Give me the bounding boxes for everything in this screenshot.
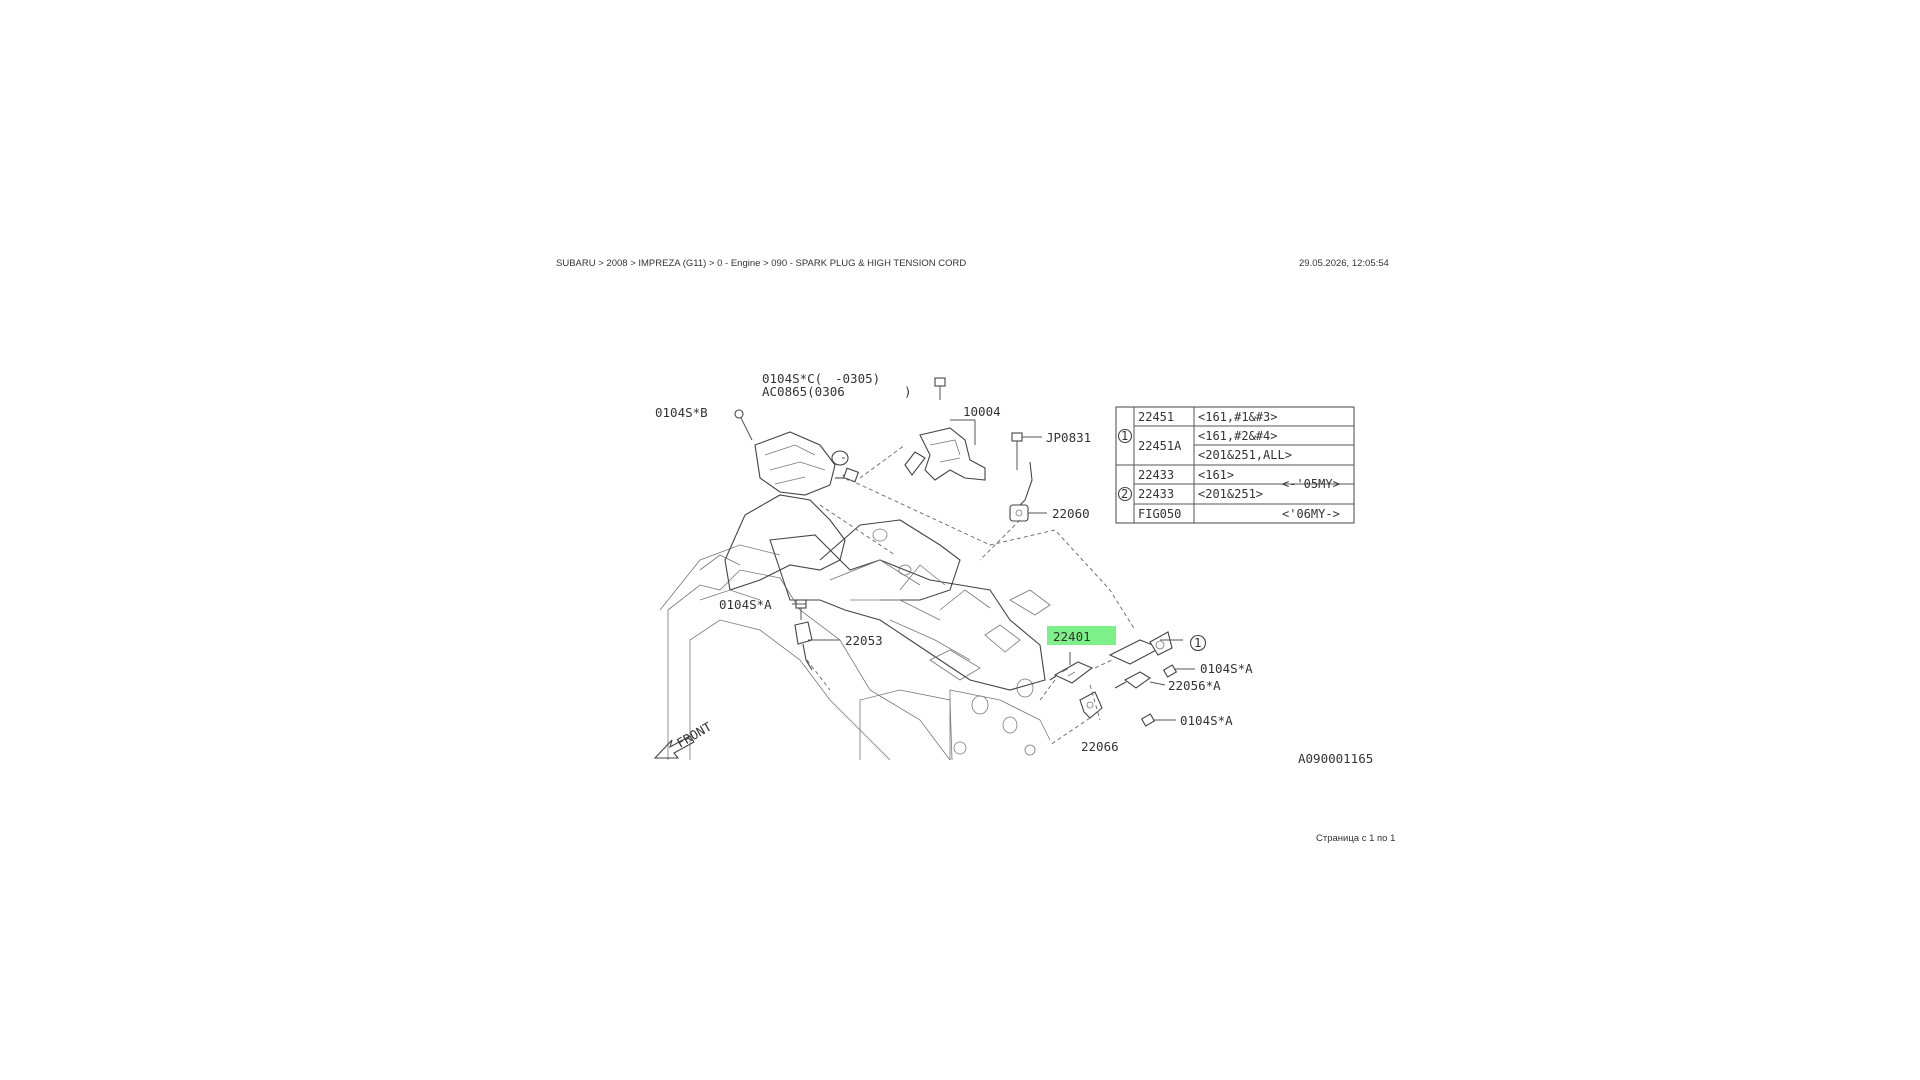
callout-22401: 22401 <box>1053 629 1091 644</box>
callout-0305: -0305) <box>835 371 880 386</box>
table-note-2: <161,#2&#4> <box>1198 429 1277 443</box>
bracket-10004 <box>904 427 986 481</box>
print-timestamp: 29.05.2026, 12:05:54 <box>1299 258 1389 269</box>
bolt-jp0831 <box>1011 432 1023 442</box>
callout-ac0865-end: ) <box>904 384 912 399</box>
page-counter: Страница с 1 по 1 <box>1316 833 1396 844</box>
table-part-1: 22451 <box>1138 410 1174 424</box>
marker-1-callout <box>1189 634 1207 652</box>
spark-plug-22401 <box>1049 661 1094 684</box>
table-part-2: 22451A <box>1138 439 1182 453</box>
callout-ac0865: AC0865(0306 <box>762 384 845 399</box>
callout-22056: 22056*A <box>1168 678 1221 693</box>
breadcrumb: SUBARU > 2008 > IMPREZA (G11) > 0 - Engi… <box>556 258 967 269</box>
callout-jp0831: JP0831 <box>1046 430 1091 445</box>
highlight-22401 <box>1047 626 1116 645</box>
legend-table: 1 2 22451 <161,#1&#3> 22451A <161,#2&#4>… <box>1115 406 1355 524</box>
table-marker-2 <box>1117 486 1133 502</box>
callout-22053: 22053 <box>845 633 883 648</box>
callout-0104s-b: 0104S*B <box>655 405 708 420</box>
callout-0104s-c: 0104S*C( <box>762 371 822 386</box>
callout-0104s-a-right1: 0104S*A <box>1200 661 1253 676</box>
table-note-1: <161,#1&#3> <box>1198 410 1277 424</box>
table-marker-2-text: 2 <box>1121 487 1128 501</box>
table-part-6: FIG050 <box>1138 507 1181 521</box>
ignition-coil <box>754 431 860 496</box>
table-note-3: <201&251,ALL> <box>1198 448 1292 462</box>
table-note-4: <161> <box>1198 468 1234 482</box>
bolt-0104s-b <box>734 409 744 419</box>
front-label: FRONT <box>674 719 714 751</box>
marker-1-callout-text: 1 <box>1194 635 1202 650</box>
bolt-0104s-a-right2 <box>1140 713 1156 727</box>
table-marker-1-text: 1 <box>1121 429 1128 443</box>
bolt-0104s-a-right1 <box>1162 664 1178 678</box>
table-part-4: 22433 <box>1138 468 1174 482</box>
callout-10004: 10004 <box>963 404 1001 419</box>
figure-code: A090001165 <box>1298 751 1373 766</box>
table-year-4: <-'05MY> <box>1282 477 1340 491</box>
callout-0104s-a-left: 0104S*A <box>719 597 772 612</box>
table-part-5: 22433 <box>1138 487 1174 501</box>
table-marker-1 <box>1117 428 1133 444</box>
callout-22066: 22066 <box>1081 739 1119 754</box>
sensor-22060 <box>1009 461 1033 522</box>
callout-0104s-a-right2: 0104S*A <box>1180 713 1233 728</box>
table-note-5: <201&251> <box>1198 487 1263 501</box>
cord-boot <box>1108 631 1173 665</box>
engine-illustration <box>659 494 1051 761</box>
sensor-22056 <box>1114 671 1152 689</box>
table-year-6: <'06MY-> <box>1282 507 1340 521</box>
bolt-0104s-c <box>934 377 946 387</box>
callout-22060: 22060 <box>1052 506 1090 521</box>
front-arrow-icon: FRONT <box>653 719 714 759</box>
leader-lines <box>792 419 1195 746</box>
